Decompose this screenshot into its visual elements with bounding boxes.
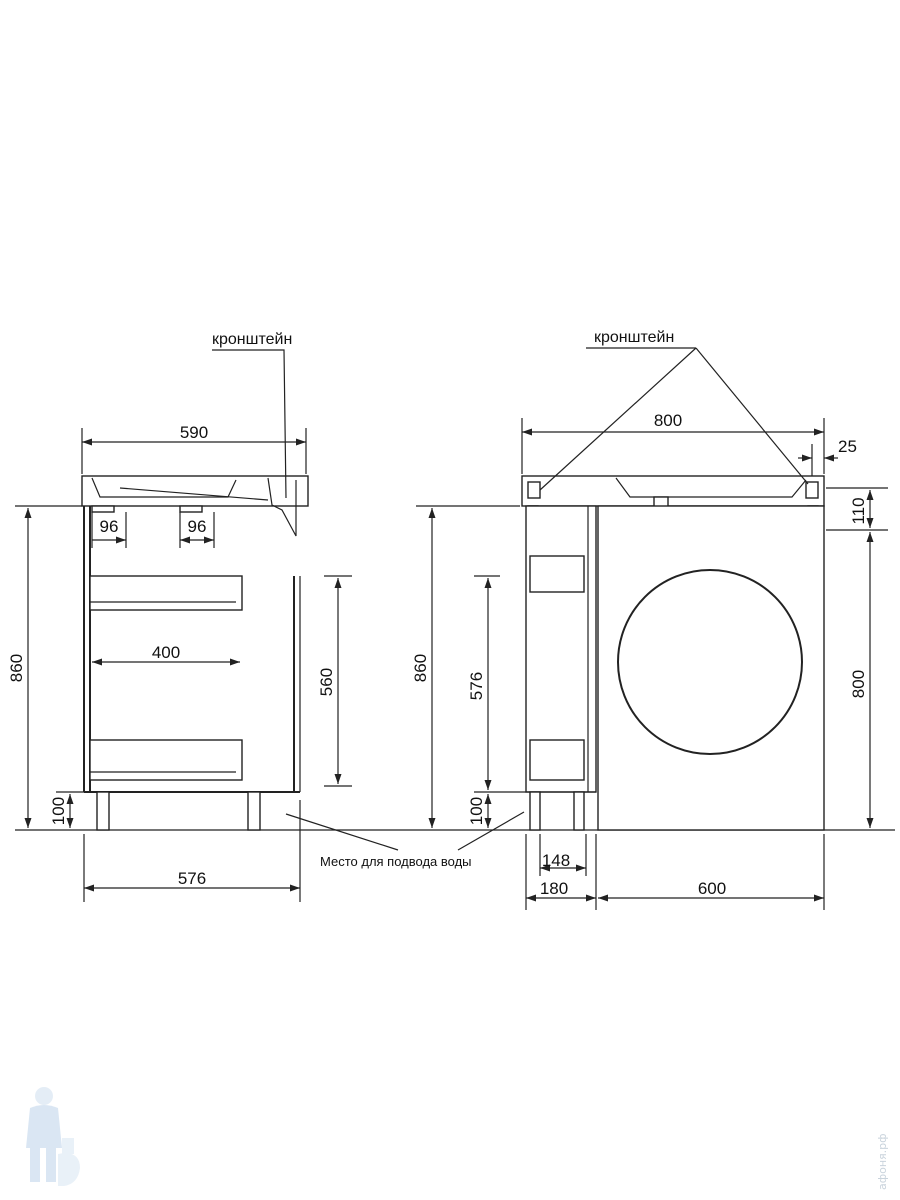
dim-label-800-vertical: 800 xyxy=(849,670,868,698)
left-shelf-upper xyxy=(89,575,243,611)
dim-label-800-top: 800 xyxy=(654,411,682,430)
dim-label-600: 600 xyxy=(698,879,726,898)
dim-label-860-left: 860 xyxy=(7,654,26,682)
callout-water-supply: Место для подвода воды xyxy=(285,811,525,869)
callout-bracket-left-label: кронштейн xyxy=(212,331,292,348)
left-bracket-tab-2 xyxy=(179,505,203,513)
right-bracket-right-top xyxy=(805,481,819,499)
dim-label-148: 148 xyxy=(542,851,570,870)
left-leg-1 xyxy=(96,791,110,831)
left-countertop xyxy=(81,475,309,507)
right-column-shelf-upper xyxy=(529,555,585,593)
watermark-text: афоня.рф xyxy=(876,1133,889,1190)
right-leg-1 xyxy=(529,791,541,831)
dim-label-100-right: 100 xyxy=(467,797,486,825)
right-column-shelf-lower xyxy=(529,739,585,781)
left-bracket xyxy=(267,477,297,537)
left-bracket-tab-1 xyxy=(91,505,115,513)
washing-machine-door xyxy=(617,569,803,755)
dim-label-96-a: 96 xyxy=(100,517,119,536)
dim-label-860-right: 860 xyxy=(411,654,430,682)
callout-bracket-right-label: кронштейн xyxy=(594,329,674,346)
left-shelf-lower xyxy=(89,739,243,781)
callout-bracket-right: кронштейн xyxy=(539,329,809,491)
right-view: кронштейн 800 25 110 800 860 576 xyxy=(411,329,888,910)
dim-label-96-b: 96 xyxy=(188,517,207,536)
dim-label-576-bottom: 576 xyxy=(178,869,206,888)
left-view: 590 96 96 400 860 100 560 576 xyxy=(7,423,352,902)
left-leg-2 xyxy=(247,791,261,831)
dim-label-110: 110 xyxy=(849,497,868,524)
left-sink-bowl xyxy=(91,477,237,498)
right-countertop xyxy=(521,475,825,507)
right-sink-bowl xyxy=(615,477,807,498)
right-leg-2 xyxy=(573,791,585,831)
callout-bracket-left: кронштейн xyxy=(212,331,292,499)
dim-label-560: 560 xyxy=(317,668,336,696)
right-bracket-left-top xyxy=(527,481,541,499)
left-sink-drain-line xyxy=(119,487,269,501)
washing-machine-body xyxy=(597,505,825,831)
dim-label-400: 400 xyxy=(152,643,180,662)
plumber-mascot-icon xyxy=(26,1087,80,1186)
dim-label-100-left: 100 xyxy=(49,797,68,825)
dim-label-25: 25 xyxy=(838,437,857,456)
dim-label-590: 590 xyxy=(180,423,208,442)
dim-label-180: 180 xyxy=(540,879,568,898)
dim-label-576-column: 576 xyxy=(467,672,486,700)
callout-water-supply-label: Место для подвода воды xyxy=(320,854,472,869)
